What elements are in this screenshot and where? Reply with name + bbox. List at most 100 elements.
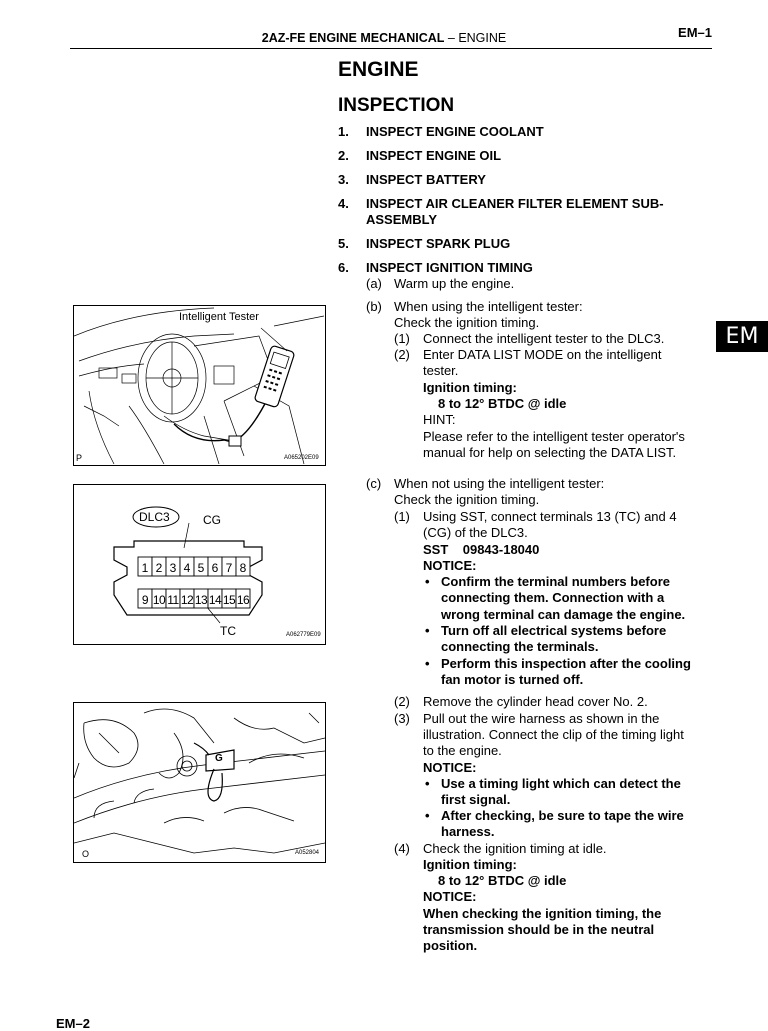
label-cg: CG xyxy=(203,513,221,527)
notice-text: fan motor is turned off. xyxy=(441,672,584,687)
bullet: • xyxy=(425,574,430,589)
item-text: Remove the cylinder head cover No. 2. xyxy=(423,694,648,709)
figure-code: A065202E09 xyxy=(284,455,319,461)
hint-label: HINT: xyxy=(423,412,456,427)
notice-text: wrong terminal can damage the engine. xyxy=(441,607,686,622)
figure-code: A052804 xyxy=(295,850,320,856)
pin-label: 14 xyxy=(208,593,222,607)
pin-label: 11 xyxy=(167,593,179,607)
notice-text: Perform this inspection after the coolin… xyxy=(441,656,691,671)
step-number: 4. xyxy=(338,196,349,211)
pin-label: 10 xyxy=(152,593,166,607)
notice-text: position. xyxy=(423,938,478,953)
figure-letter: P xyxy=(76,453,83,463)
label-dlc3: DLC3 xyxy=(139,510,170,524)
subsection-title: INSPECTION xyxy=(338,95,455,116)
notice-label: NOTICE: xyxy=(423,558,477,573)
item-text: illustration. Connect the clip of the ti… xyxy=(423,727,684,742)
notice-label: NOTICE: xyxy=(423,889,477,904)
pin-label: 2 xyxy=(155,561,163,575)
spec-label: Ignition timing: xyxy=(423,380,517,395)
substep-text: Check the ignition timing. xyxy=(394,315,540,330)
header-title-separator: – xyxy=(444,31,459,45)
notice-text: After checking, be sure to tape the wire xyxy=(441,808,684,823)
clip-label: G xyxy=(215,753,223,764)
item-label: (1) xyxy=(394,509,410,524)
step-number: 3. xyxy=(338,172,349,187)
step-text: INSPECT ENGINE OIL xyxy=(366,148,502,163)
substep-text: Check the ignition timing. xyxy=(394,492,540,507)
pin-label: 6 xyxy=(211,561,219,575)
pin-label: 1 xyxy=(141,561,149,575)
notice-text: harness. xyxy=(441,824,495,839)
substep-label: (c) xyxy=(366,476,382,491)
engine-harness-illustration xyxy=(74,708,325,854)
figure-letter: O xyxy=(82,849,90,859)
bullet: • xyxy=(425,776,430,791)
notice-text: Turn off all electrical systems before xyxy=(441,623,667,638)
figure-label-intelligent-tester: Intelligent Tester xyxy=(178,311,260,323)
step-number: 1. xyxy=(338,124,349,139)
item-label: (3) xyxy=(394,711,410,726)
notice-text: When checking the ignition timing, the xyxy=(423,906,662,921)
spec-value: 8 to 12° BTDC @ idle xyxy=(438,873,567,888)
section-title: ENGINE xyxy=(338,58,419,81)
section-tab-em[interactable]: EM xyxy=(716,321,768,352)
sst-number: SST 09843-18040 xyxy=(423,542,540,557)
substep-text: When using the intelligent tester: xyxy=(394,299,583,314)
item-text: (CG) of the DLC3. xyxy=(423,525,528,540)
dlc3-bottom-pins xyxy=(137,588,251,609)
figure-intelligent-tester: Intelligent Tester P A065202E09 xyxy=(73,305,326,466)
pin-label: 5 xyxy=(197,561,205,575)
step-number: 5. xyxy=(338,236,349,251)
item-text: Check the ignition timing at idle. xyxy=(423,841,607,856)
step-text: ASSEMBLY xyxy=(366,212,438,227)
notice-text: first signal. xyxy=(441,792,511,807)
hint-text: Please refer to the intelligent tester o… xyxy=(423,429,685,444)
item-label: (2) xyxy=(394,347,410,362)
notice-text: Use a timing light which can detect the xyxy=(441,776,681,791)
page-number: EM–1 xyxy=(678,25,712,40)
item-text: Using SST, connect terminals 13 (TC) and… xyxy=(423,509,677,524)
bullet: • xyxy=(425,623,430,638)
item-label: (2) xyxy=(394,694,410,709)
figure-code: A062779E09 xyxy=(286,632,321,638)
dlc3-connector-diagram xyxy=(113,506,263,624)
pin-label: 16 xyxy=(236,593,250,607)
figure-engine-harness: G O A052804 xyxy=(73,702,326,863)
spec-value: 8 to 12° BTDC @ idle xyxy=(438,396,567,411)
pin-label: 3 xyxy=(169,561,177,575)
substep-text: When not using the intelligent tester: xyxy=(394,476,605,491)
header-title-section: ENGINE xyxy=(458,31,507,45)
car-interior-illustration xyxy=(74,307,325,465)
dlc3-top-pins xyxy=(137,556,251,577)
bullet: • xyxy=(425,656,430,671)
item-label: (4) xyxy=(394,841,410,856)
pin-label: 8 xyxy=(239,561,247,575)
header-divider xyxy=(70,48,712,49)
notice-label: NOTICE: xyxy=(423,760,477,775)
bullet: • xyxy=(425,808,430,823)
notice-text: connecting the terminals. xyxy=(441,639,599,654)
notice-text: transmission should be in the neutral xyxy=(423,922,655,937)
item-text: tester. xyxy=(423,363,459,378)
hint-text: manual for help on selecting the DATA LI… xyxy=(423,445,677,460)
pin-label: 12 xyxy=(180,593,194,607)
item-text: to the engine. xyxy=(423,743,502,758)
item-label: (1) xyxy=(394,331,410,346)
spec-label: Ignition timing: xyxy=(423,857,517,872)
step-number: 2. xyxy=(338,148,349,163)
step-number: 6. xyxy=(338,260,349,275)
item-text: Enter DATA LIST MODE on the intelligent xyxy=(423,347,662,362)
step-text: INSPECT SPARK PLUG xyxy=(366,236,511,251)
label-tc: TC xyxy=(220,624,236,638)
header-title: 2AZ-FE ENGINE MECHANICAL – ENGINE xyxy=(0,31,768,45)
substep-label: (b) xyxy=(366,299,382,314)
pin-label: 13 xyxy=(194,593,208,607)
item-text: Connect the intelligent tester to the DL… xyxy=(423,331,665,346)
step-text: INSPECT BATTERY xyxy=(366,172,486,187)
notice-text: connecting them. Connection with a xyxy=(441,590,665,605)
step-text: INSPECT IGNITION TIMING xyxy=(366,260,533,275)
step-text: INSPECT AIR CLEANER FILTER ELEMENT SUB- xyxy=(366,196,664,211)
item-text: Pull out the wire harness as shown in th… xyxy=(423,711,660,726)
